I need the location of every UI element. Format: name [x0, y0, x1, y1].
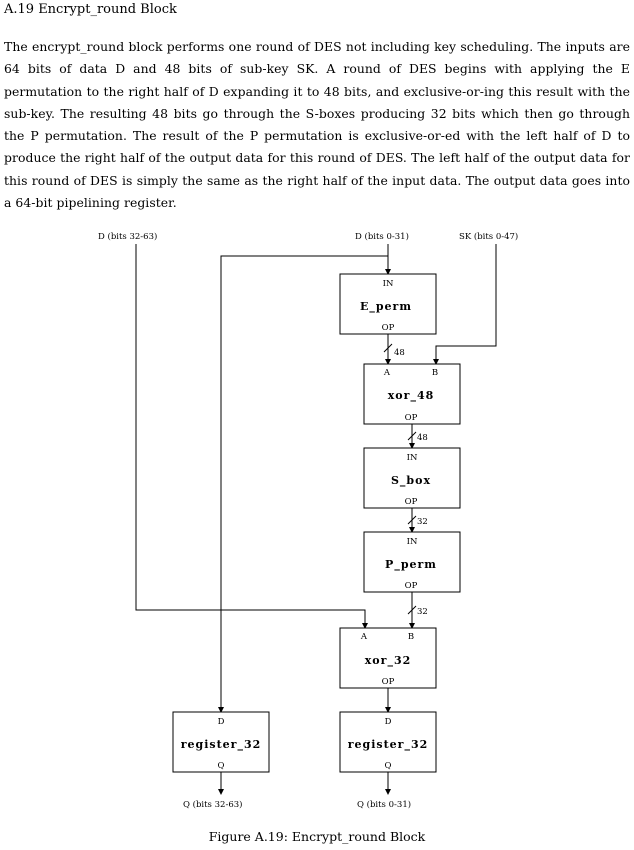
- wire-sk-to-xor48: [433, 244, 497, 365]
- xor32-b-port: B: [408, 632, 414, 642]
- xor48-a-port: A: [383, 368, 391, 378]
- reg-right-q-port: Q: [385, 761, 392, 771]
- section-heading: A.19 Encrypt_round Block: [4, 2, 177, 17]
- e-perm-op-port: OP: [382, 323, 395, 333]
- bus-slash-xor-to-sbox: [407, 431, 417, 441]
- s-box-in-port: IN: [407, 453, 418, 463]
- xor48-op-port: OP: [405, 413, 418, 423]
- p-perm-op-port: OP: [405, 581, 418, 591]
- figure-caption: Figure A.19: Encrypt_round Block: [208, 829, 426, 844]
- bus-width-p-to-xor: 32: [417, 607, 428, 617]
- xor32-op-port: OP: [382, 677, 395, 687]
- bus-width-sbox-to-p: 32: [417, 517, 428, 527]
- e-perm-name: E_perm: [360, 300, 412, 314]
- block-xor32: A B xor_32 OP: [339, 627, 437, 689]
- s-box-name: S_box: [391, 474, 431, 488]
- wire-d-high-to-xor32: [135, 244, 368, 629]
- bus-slash-p-to-xor: [407, 605, 417, 615]
- block-register-right: D register_32 Q: [339, 711, 437, 773]
- input-label-d-high: D (bits 32-63): [98, 231, 157, 242]
- input-label-d-low: D (bits 0-31): [355, 231, 409, 242]
- bus-width-xor-to-sbox: 48: [417, 433, 428, 443]
- input-label-sk: SK (bits 0-47): [459, 231, 518, 242]
- p-perm-in-port: IN: [407, 537, 418, 547]
- reg-left-name: register_32: [181, 738, 262, 752]
- xor48-b-port: B: [432, 368, 438, 378]
- reg-left-q-port: Q: [218, 761, 225, 771]
- block-xor48: A B xor_48 OP: [363, 363, 461, 425]
- block-e-perm: IN E_perm OP: [339, 273, 437, 335]
- p-perm-name: P_perm: [385, 558, 437, 572]
- e-perm-in-port: IN: [383, 279, 394, 289]
- reg-left-d-port: D: [218, 717, 225, 727]
- s-box-op-port: OP: [405, 497, 418, 507]
- description-paragraph: The encrypt_round block performs one rou…: [4, 39, 630, 211]
- block-p-perm: IN P_perm OP: [363, 531, 461, 593]
- bus-slash-sbox-to-p: [407, 515, 417, 525]
- bus-width-e-to-xor: 48: [394, 348, 405, 358]
- output-label-q-low: Q (bits 0-31): [357, 799, 411, 810]
- reg-right-d-port: D: [385, 717, 392, 727]
- xor32-a-port: A: [360, 632, 368, 642]
- xor48-name: xor_48: [388, 389, 435, 403]
- wire-d-low-to-reg-left: [218, 255, 388, 713]
- xor32-name: xor_32: [365, 654, 412, 668]
- bus-slash-e-to-xor: [383, 343, 393, 353]
- block-s-box: IN S_box OP: [363, 447, 461, 509]
- output-label-q-high: Q (bits 32-63): [183, 799, 242, 810]
- reg-right-name: register_32: [348, 738, 429, 752]
- block-register-left: D register_32 Q: [172, 711, 270, 773]
